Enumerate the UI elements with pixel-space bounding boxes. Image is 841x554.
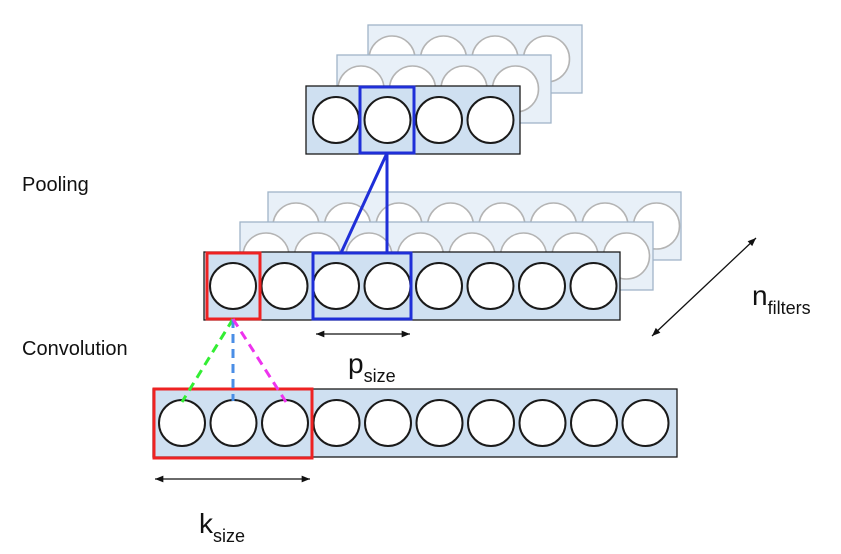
pooling-label: Pooling xyxy=(22,174,89,196)
conv-layer-neuron xyxy=(363,262,412,310)
pool-connection-line xyxy=(339,152,389,254)
kernel-size-arrow-head xyxy=(155,475,164,483)
input-layer-neuron xyxy=(209,399,258,447)
kernel-window-highlight xyxy=(152,387,314,460)
filter-count-subscript: filters xyxy=(767,298,811,318)
filter-count-label: nfilters xyxy=(752,280,811,318)
filter-count-arrow-head xyxy=(747,238,756,247)
pool-layer-neuron xyxy=(312,96,360,144)
input-layer-neuron xyxy=(312,399,361,447)
conv-layer-neuron xyxy=(209,262,257,310)
input-layer-neuron xyxy=(415,399,464,447)
pool-window-highlight xyxy=(311,251,413,321)
conv-layer-neuron xyxy=(466,262,515,310)
pool-layer-neuron xyxy=(363,96,412,144)
conv-layer-neuron xyxy=(415,262,463,310)
filter-count-arrow-line xyxy=(651,237,757,337)
convolution-label: Convolution xyxy=(22,338,128,360)
pool-layer xyxy=(305,85,521,155)
input-layer-neuron xyxy=(518,399,567,447)
conv-layer-neuron xyxy=(312,262,360,310)
conv-layer xyxy=(203,251,621,321)
kernel-size-label: ksize xyxy=(199,508,246,546)
pool-layer-neuron xyxy=(415,96,463,144)
kernel-connection-magenta xyxy=(231,318,288,403)
input-layer xyxy=(152,388,678,458)
pool-size-label: psize xyxy=(348,348,396,386)
input-layer-neuron xyxy=(261,399,309,447)
pool-size-arrow-head xyxy=(401,330,410,338)
input-layer-neuron xyxy=(467,399,515,447)
input-layer-neuron xyxy=(364,399,412,447)
filter-count-arrow xyxy=(651,237,757,337)
conv-layer-neuron xyxy=(260,262,309,310)
input-layer-neuron xyxy=(158,399,206,447)
pool-size-symbol: p xyxy=(348,348,364,379)
pool-size-arrow xyxy=(316,330,410,338)
conv-layer-neuron xyxy=(518,262,566,310)
pool-size-subscript: size xyxy=(363,366,396,386)
conv-layer-neuron xyxy=(569,262,618,310)
input-layer-neuron xyxy=(621,399,670,447)
kernel-size-arrow xyxy=(155,475,310,483)
filter-count-arrow-head xyxy=(652,327,661,336)
kernel-size-arrow-head xyxy=(301,475,310,483)
filter-count-symbol: n xyxy=(752,280,768,311)
input-layer-neuron xyxy=(570,399,618,447)
pool-layer-neuron xyxy=(466,96,515,144)
kernel-size-symbol: k xyxy=(199,508,213,539)
pool-size-arrow-head xyxy=(316,330,325,338)
kernel-connection-green xyxy=(180,318,235,403)
kernel-size-subscript: size xyxy=(213,526,246,546)
